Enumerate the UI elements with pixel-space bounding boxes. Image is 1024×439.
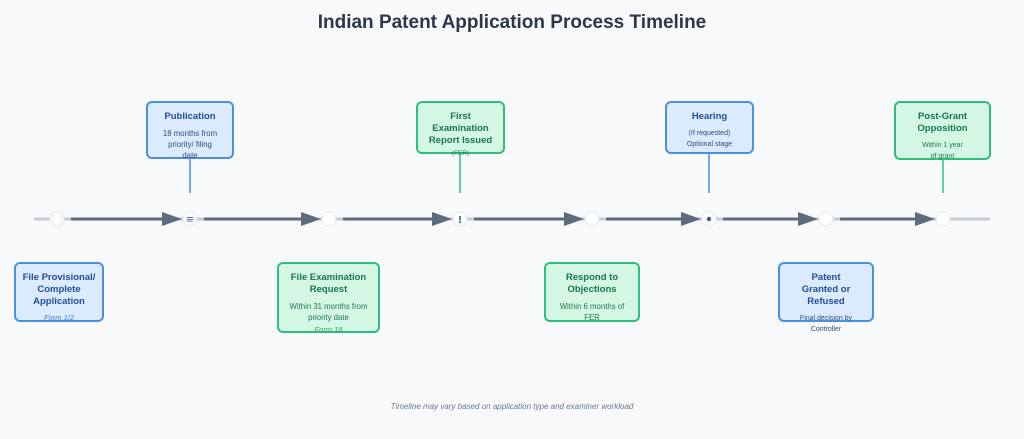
stage-title: Patent Granted or Refused	[801, 272, 851, 307]
stage-detail: Within 1 year of grant	[922, 142, 963, 160]
stage-box-grant: Patent Granted or Refused Final decision…	[778, 262, 874, 333]
stage-title: File Examination Request	[290, 272, 367, 295]
document-icon-shape	[52, 211, 62, 227]
arrow-head	[915, 212, 935, 226]
stage-box-publication: Publication 18 months from priority/ fil…	[146, 101, 234, 160]
stage-detail: Within 6 months of FER	[559, 302, 625, 322]
arrow-head	[798, 212, 818, 226]
arrow-head	[301, 212, 321, 226]
stage-box-fer: First Examination Report Issued (FER)	[416, 101, 505, 157]
stage-box-exam-request: File Examination Request Within 31 month…	[277, 262, 380, 334]
shield-icon	[935, 211, 951, 227]
list-icon	[182, 211, 198, 227]
stage-detail: Within 31 months from priority date	[289, 302, 368, 322]
stage-form: Form 18	[314, 325, 343, 334]
stage-detail: (FER)	[451, 150, 470, 157]
check-icon	[818, 211, 834, 227]
arrow-head	[432, 212, 452, 226]
arrow-head	[162, 212, 182, 226]
list-icon-glyph: ≡	[186, 215, 194, 226]
stage-title: First Examination Report Issued	[428, 111, 493, 146]
stage-detail: (If requested) Optional stage	[686, 130, 733, 148]
footnote: Timeline may vary based on application t…	[390, 402, 634, 411]
stage-box-opposition: Post-Grant Opposition Within 1 year of g…	[894, 101, 991, 160]
stage-box-hearing: Hearing (If requested) Optional stage	[665, 101, 754, 154]
stage-detail: 18 months from priority/ filing date	[162, 129, 218, 160]
stage-title: Hearing	[691, 111, 728, 122]
stage-title: Post-Grant Opposition	[917, 111, 968, 134]
stage-box-filing: File Provisional/ Complete Application F…	[14, 262, 104, 322]
stage-detail: Final decision by Controller	[799, 315, 853, 333]
stage-title: Respond to Objections	[565, 272, 619, 295]
stage-title: Publication	[164, 111, 216, 122]
stage-box-respond: Respond to Objections Within 6 months of…	[544, 262, 640, 322]
search-icon	[321, 211, 337, 227]
page-title: Indian Patent Application Process Timeli…	[317, 12, 707, 33]
alert-icon	[452, 211, 468, 227]
reply-icon	[584, 211, 600, 227]
arrow-head	[564, 212, 584, 226]
alert-icon-glyph: !	[458, 215, 463, 226]
dot-icon-glyph	[706, 216, 712, 222]
stage-form: Form 1/2	[43, 313, 74, 322]
arrow-head	[681, 212, 701, 226]
stage-title: File Provisional/ Complete Application	[22, 272, 96, 307]
